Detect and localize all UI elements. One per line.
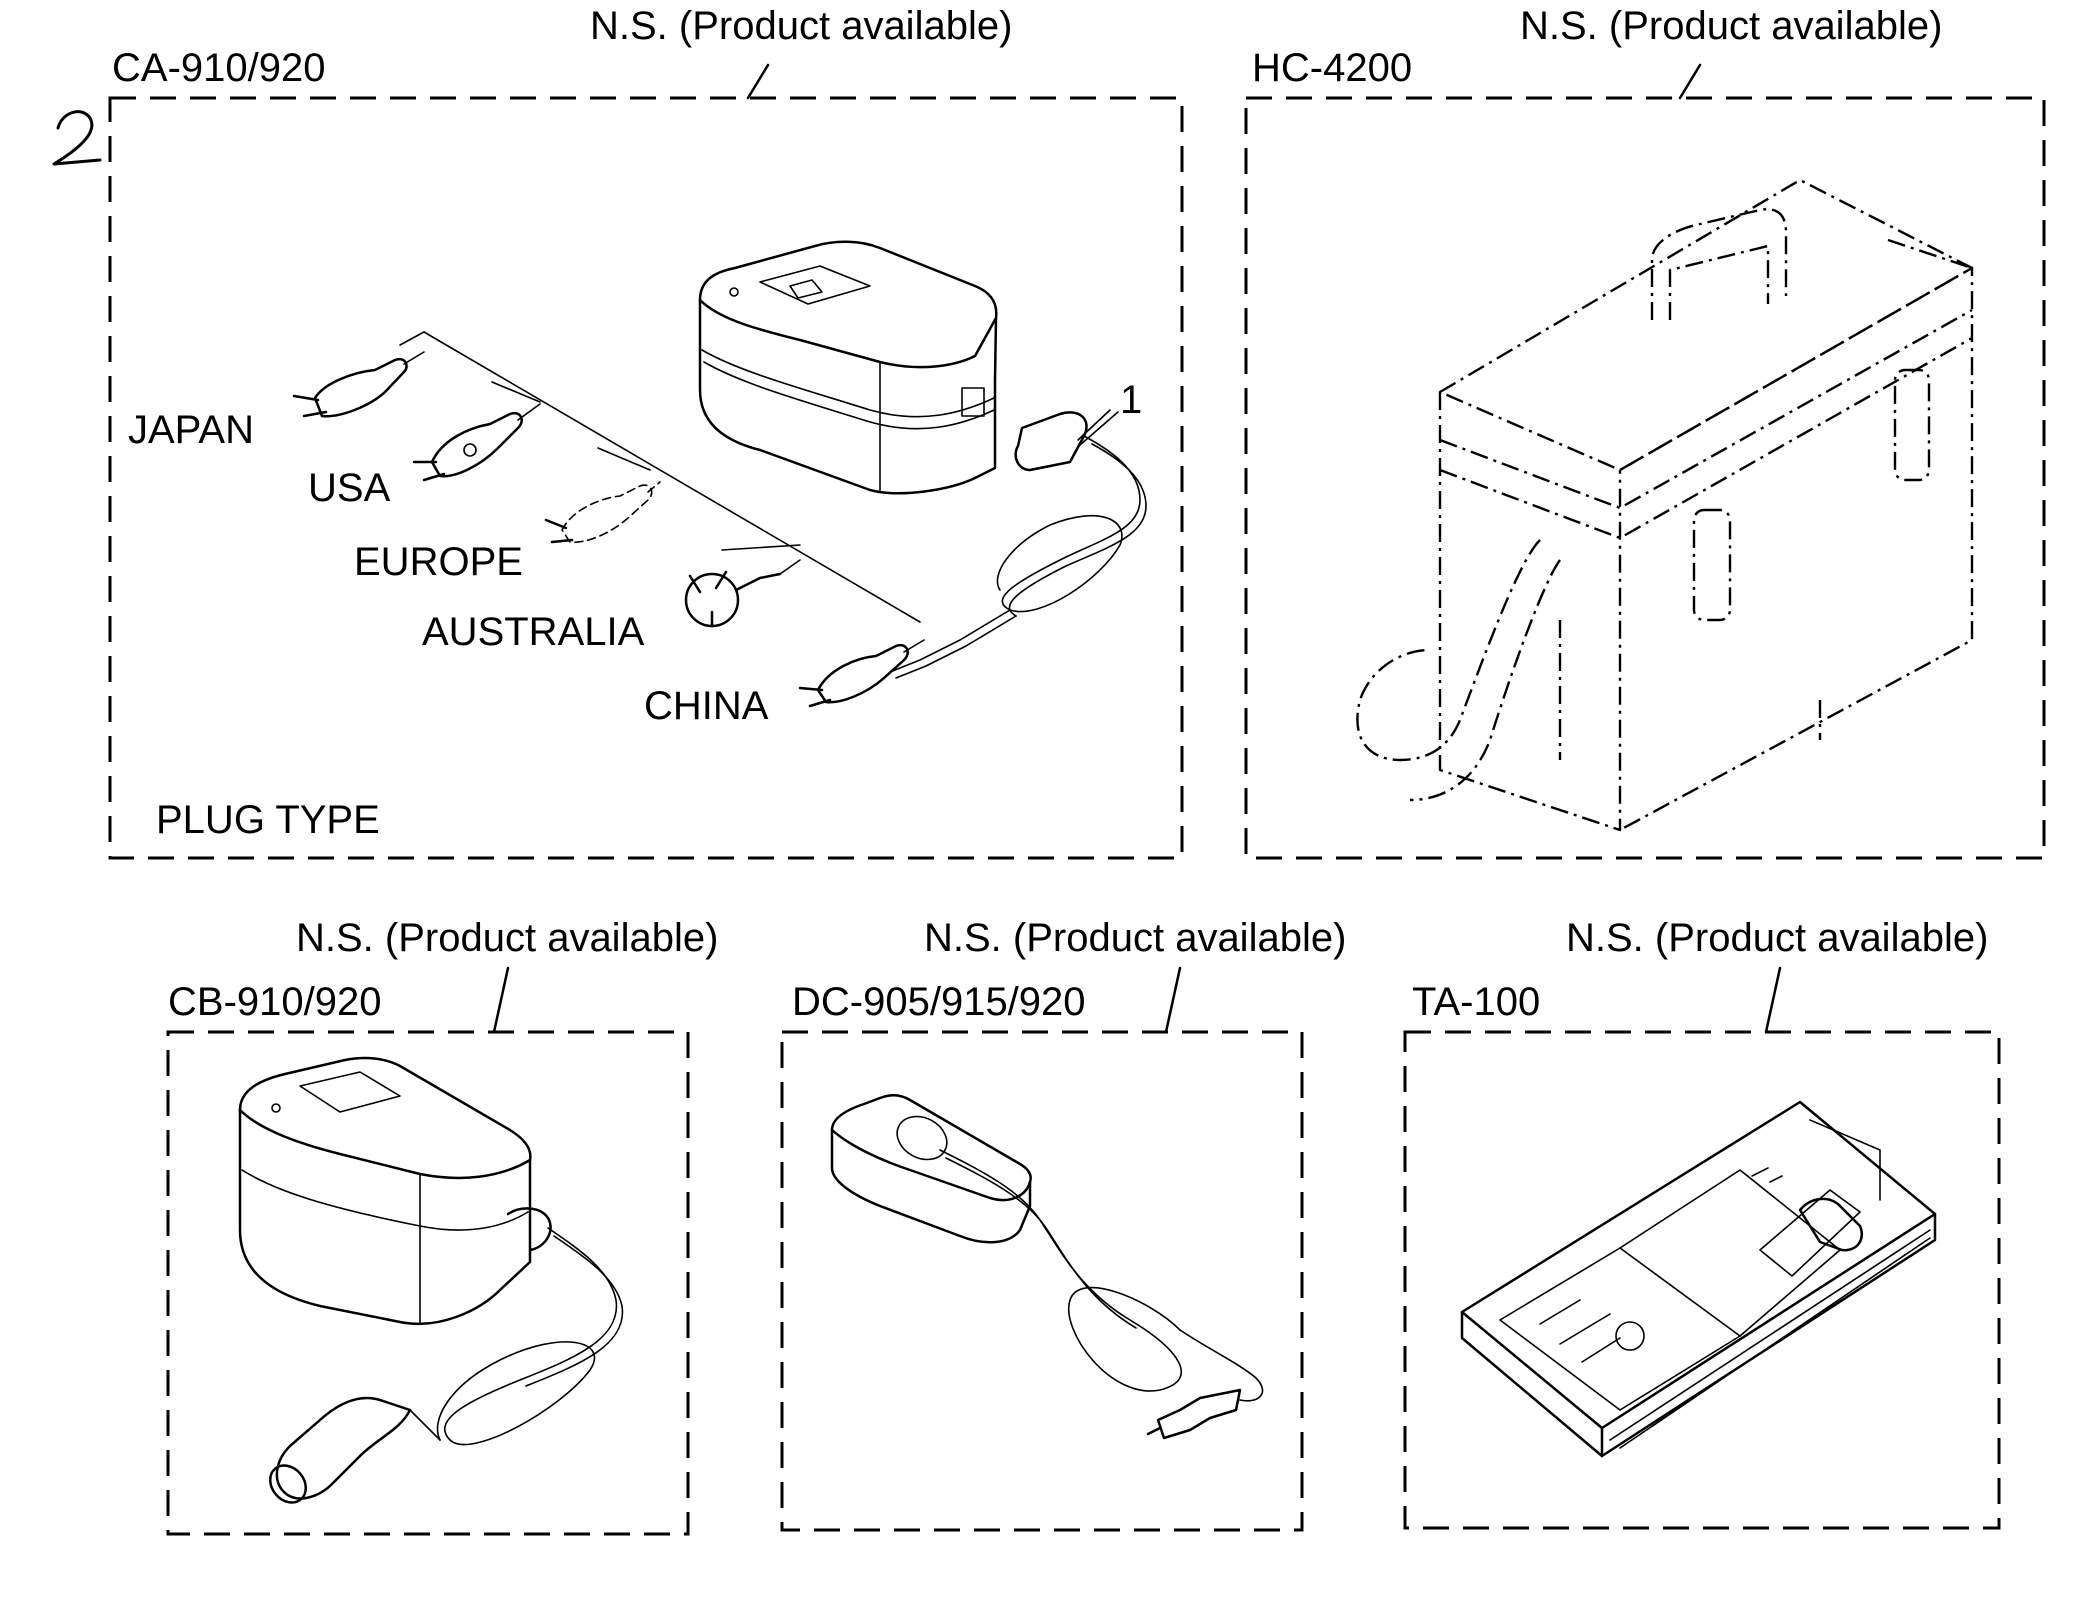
plug-usa-illustration [412, 403, 541, 482]
section-number: 2 [50, 106, 51, 107]
car-battery-charger-illustration [238, 1056, 624, 1504]
plug-china-illustration [798, 639, 925, 708]
hc4200-model: HC-4200 [1252, 46, 1413, 90]
tripod-adapter-illustration [1460, 1100, 1937, 1458]
ta100-model: TA-100 [1412, 980, 1541, 1024]
plug-australia-illustration [684, 559, 801, 628]
plug-label-japan: JAPAN [128, 408, 254, 452]
plug-label-usa: USA [308, 466, 391, 510]
part-callout-1: 1 [1120, 378, 1143, 422]
hc4200-status: N.S. (Product available) [1520, 4, 1943, 48]
status-leader-hc4200 [1678, 63, 1702, 100]
status-leader-dc905 [1164, 966, 1182, 1034]
ta100-status: N.S. (Product available) [1566, 916, 1989, 960]
plug-label-europe: EUROPE [354, 540, 523, 584]
plug-europe-illustration [544, 481, 661, 544]
dc905-status: N.S. (Product available) [924, 916, 1347, 960]
group-box-cb910 [166, 1030, 690, 1536]
ca910-status: N.S. (Product available) [590, 4, 1013, 48]
plug-connector-line [399, 331, 921, 623]
callout-1-leader [1079, 411, 1119, 446]
cb910-status: N.S. (Product available) [296, 916, 719, 960]
dc-coupler-illustration [830, 1094, 1264, 1440]
group-box-ta100 [1403, 1030, 2001, 1530]
plug-label-australia: AUSTRALIA [422, 610, 645, 654]
ac-power-cord-illustration [889, 409, 1147, 679]
group-box-dc905 [780, 1030, 1304, 1532]
status-leader-ca910 [746, 63, 770, 100]
cb910-model: CB-910/920 [168, 980, 382, 1024]
hard-case-illustration [1356, 178, 1974, 832]
compact-power-adapter-illustration [698, 240, 998, 495]
status-leader-cb910 [492, 966, 510, 1034]
section-number-glyph [52, 110, 102, 166]
plug-type-label: PLUG TYPE [156, 798, 380, 842]
group-box-hc4200 [1244, 96, 2046, 860]
dc905-model: DC-905/915/920 [792, 980, 1086, 1024]
plug-japan-illustration [292, 351, 425, 418]
status-leader-ta100 [1764, 966, 1782, 1034]
plug-label-china: CHINA [644, 684, 769, 728]
ca910-model: CA-910/920 [112, 46, 326, 90]
group-box-ca910 [108, 96, 1184, 860]
